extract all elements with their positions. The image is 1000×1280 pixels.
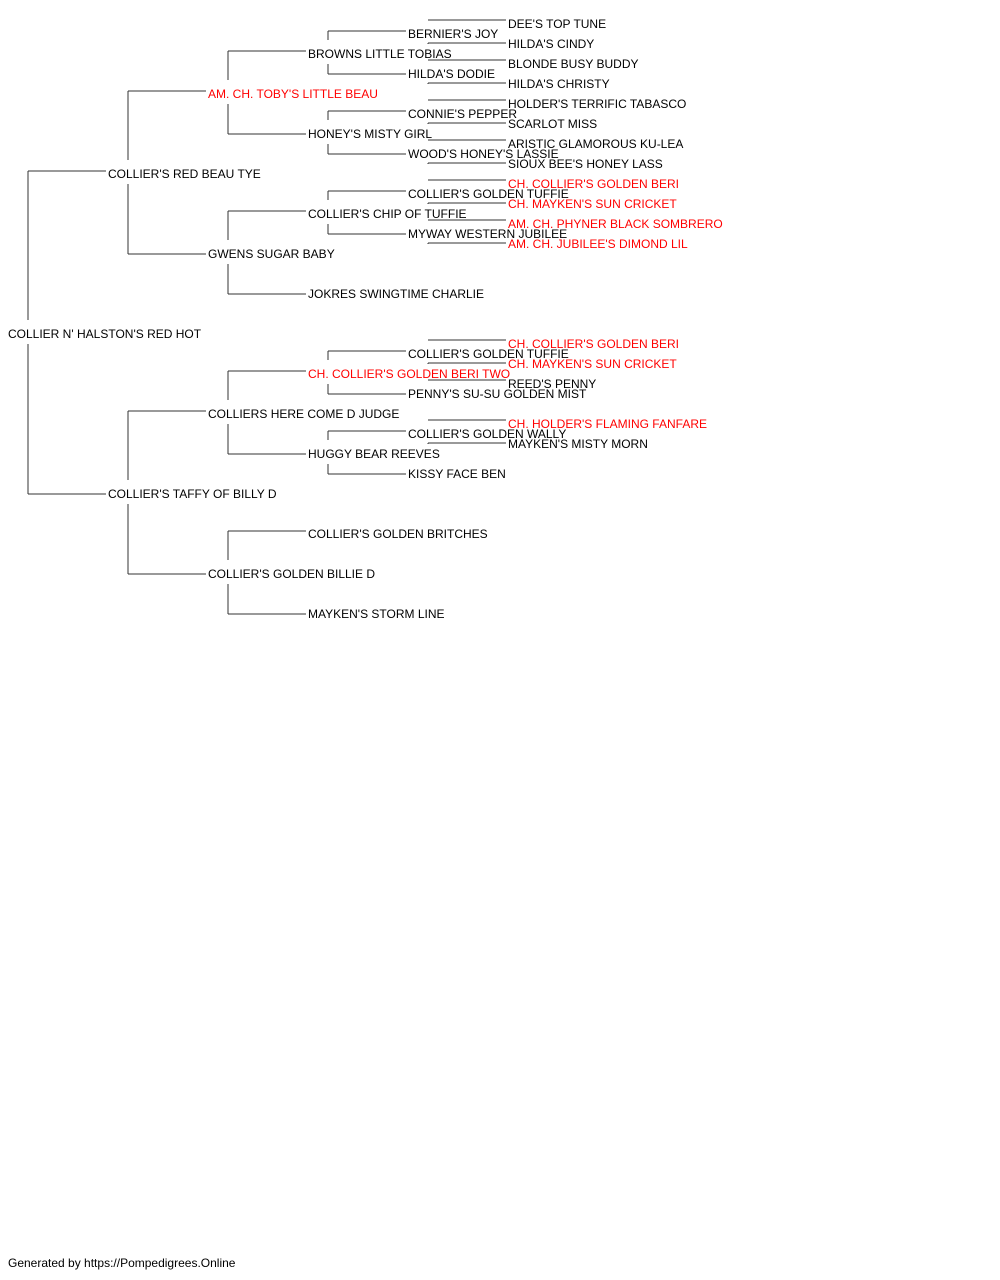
ancestor-name: AM. CH. TOBY'S LITTLE BEAU (208, 87, 378, 101)
ancestor-name: HILDA'S CINDY (508, 37, 594, 51)
ancestor-name: SCARLOT MISS (508, 117, 597, 131)
ancestor-name: COLLIER'S RED BEAU TYE (108, 167, 261, 181)
ancestor-name: HOLDER'S TERRIFIC TABASCO (508, 97, 686, 111)
ancestor-name: MAYKEN'S MISTY MORN (508, 437, 648, 451)
ancestor-name: HILDA'S CHRISTY (508, 77, 610, 91)
ancestor-name: COLLIER'S TAFFY OF BILLY D (108, 487, 277, 501)
ancestor-name: COLLIER'S GOLDEN BRITCHES (308, 527, 488, 541)
ancestor-name: BERNIER'S JOY (408, 27, 498, 41)
ancestor-name: DEE'S TOP TUNE (508, 17, 606, 31)
ancestor-name: COLLIERS HERE COME D JUDGE (208, 407, 399, 421)
ancestor-name: CH. MAYKEN'S SUN CRICKET (508, 357, 677, 371)
ancestor-name: CH. COLLIER'S GOLDEN BERI (508, 337, 679, 351)
ancestor-name: HONEY'S MISTY GIRL (308, 127, 432, 141)
ancestor-name: JOKRES SWINGTIME CHARLIE (308, 287, 484, 301)
ancestor-name: MYWAY WESTERN JUBILEE (408, 227, 567, 241)
ancestor-name: MAYKEN'S STORM LINE (308, 607, 445, 621)
ancestor-name: CH. HOLDER'S FLAMING FANFARE (508, 417, 707, 431)
ancestor-name: HILDA'S DODIE (408, 67, 495, 81)
ancestor-name: AM. CH. JUBILEE'S DIMOND LIL (508, 237, 688, 251)
ancestor-name: BLONDE BUSY BUDDY (508, 57, 638, 71)
ancestor-name: COLLIER'S GOLDEN TUFFIE (408, 187, 569, 201)
ancestor-name: CH. COLLIER'S GOLDEN BERI (508, 177, 679, 191)
ancestor-name: HUGGY BEAR REEVES (308, 447, 440, 461)
footer-credit: Generated by https://Pompedigrees.Online (8, 1256, 236, 1270)
ancestor-name: KISSY FACE BEN (408, 467, 506, 481)
ancestor-name: ARISTIC GLAMOROUS KU-LEA (508, 137, 683, 151)
subject-dog-name: COLLIER N' HALSTON'S RED HOT (8, 327, 202, 341)
ancestor-name: COLLIER'S CHIP OF TUFFIE (308, 207, 467, 221)
ancestor-name: COLLIER'S GOLDEN WALLY (408, 427, 566, 441)
ancestor-name: REED'S PENNY (508, 377, 596, 391)
ancestor-name: CH. MAYKEN'S SUN CRICKET (508, 197, 677, 211)
connector-lines (27, 19, 506, 615)
ancestor-name: BROWNS LITTLE TOBIAS (308, 47, 452, 61)
ancestor-name: GWENS SUGAR BABY (208, 247, 335, 261)
ancestor-name: WOOD'S HONEY'S LASSIE (408, 147, 559, 161)
ancestor-name: CONNIE'S PEPPER (408, 107, 517, 121)
ancestor-name: AM. CH. PHYNER BLACK SOMBRERO (508, 217, 723, 231)
ancestor-name: COLLIER'S GOLDEN TUFFIE (408, 347, 569, 361)
ancestor-name: PENNY'S SU-SU GOLDEN MIST (408, 387, 587, 401)
ancestor-name: SIOUX BEE'S HONEY LASS (508, 157, 663, 171)
ancestor-name: CH. COLLIER'S GOLDEN BERI TWO (308, 367, 510, 381)
ancestor-name: COLLIER'S GOLDEN BILLIE D (208, 567, 375, 581)
dog-labels: COLLIER N' HALSTON'S RED HOT COLLIER'S RE… (8, 17, 723, 621)
